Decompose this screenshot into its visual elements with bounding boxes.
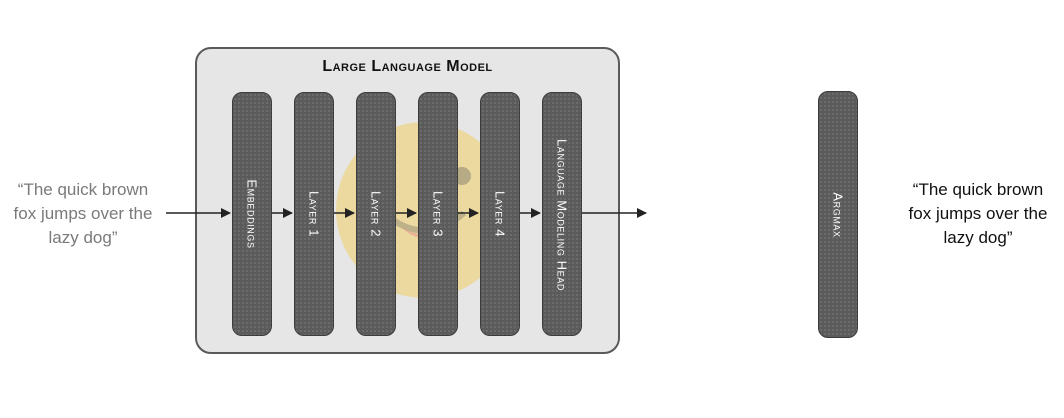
layer-label: Embeddings: [244, 179, 260, 249]
layer-label: Layer 3: [430, 190, 446, 238]
layer-label: Language Modeling Head: [554, 139, 570, 291]
layer-label: Layer 4: [492, 190, 508, 238]
layer-label: Layer 2: [368, 190, 384, 238]
layer-language-modeling-head: Language Modeling Head: [542, 92, 582, 336]
argmax-label: Argmax: [830, 191, 846, 238]
output-text: “The quick brown fox jumps over the lazy…: [908, 180, 1048, 247]
model-title: Large Language Model: [322, 58, 493, 75]
layer-1: Layer 1: [294, 92, 334, 336]
input-text: “The quick brown fox jumps over the lazy…: [13, 180, 153, 247]
layer-4: Layer 4: [480, 92, 520, 336]
llm-box: Large Language Model Embeddings Layer 1 …: [195, 47, 620, 354]
layer-2: Layer 2: [356, 92, 396, 336]
layer-3: Layer 3: [418, 92, 458, 336]
argmax-block: Argmax: [818, 91, 858, 338]
layer-embeddings: Embeddings: [232, 92, 272, 336]
layer-label: Layer 1: [306, 190, 322, 238]
